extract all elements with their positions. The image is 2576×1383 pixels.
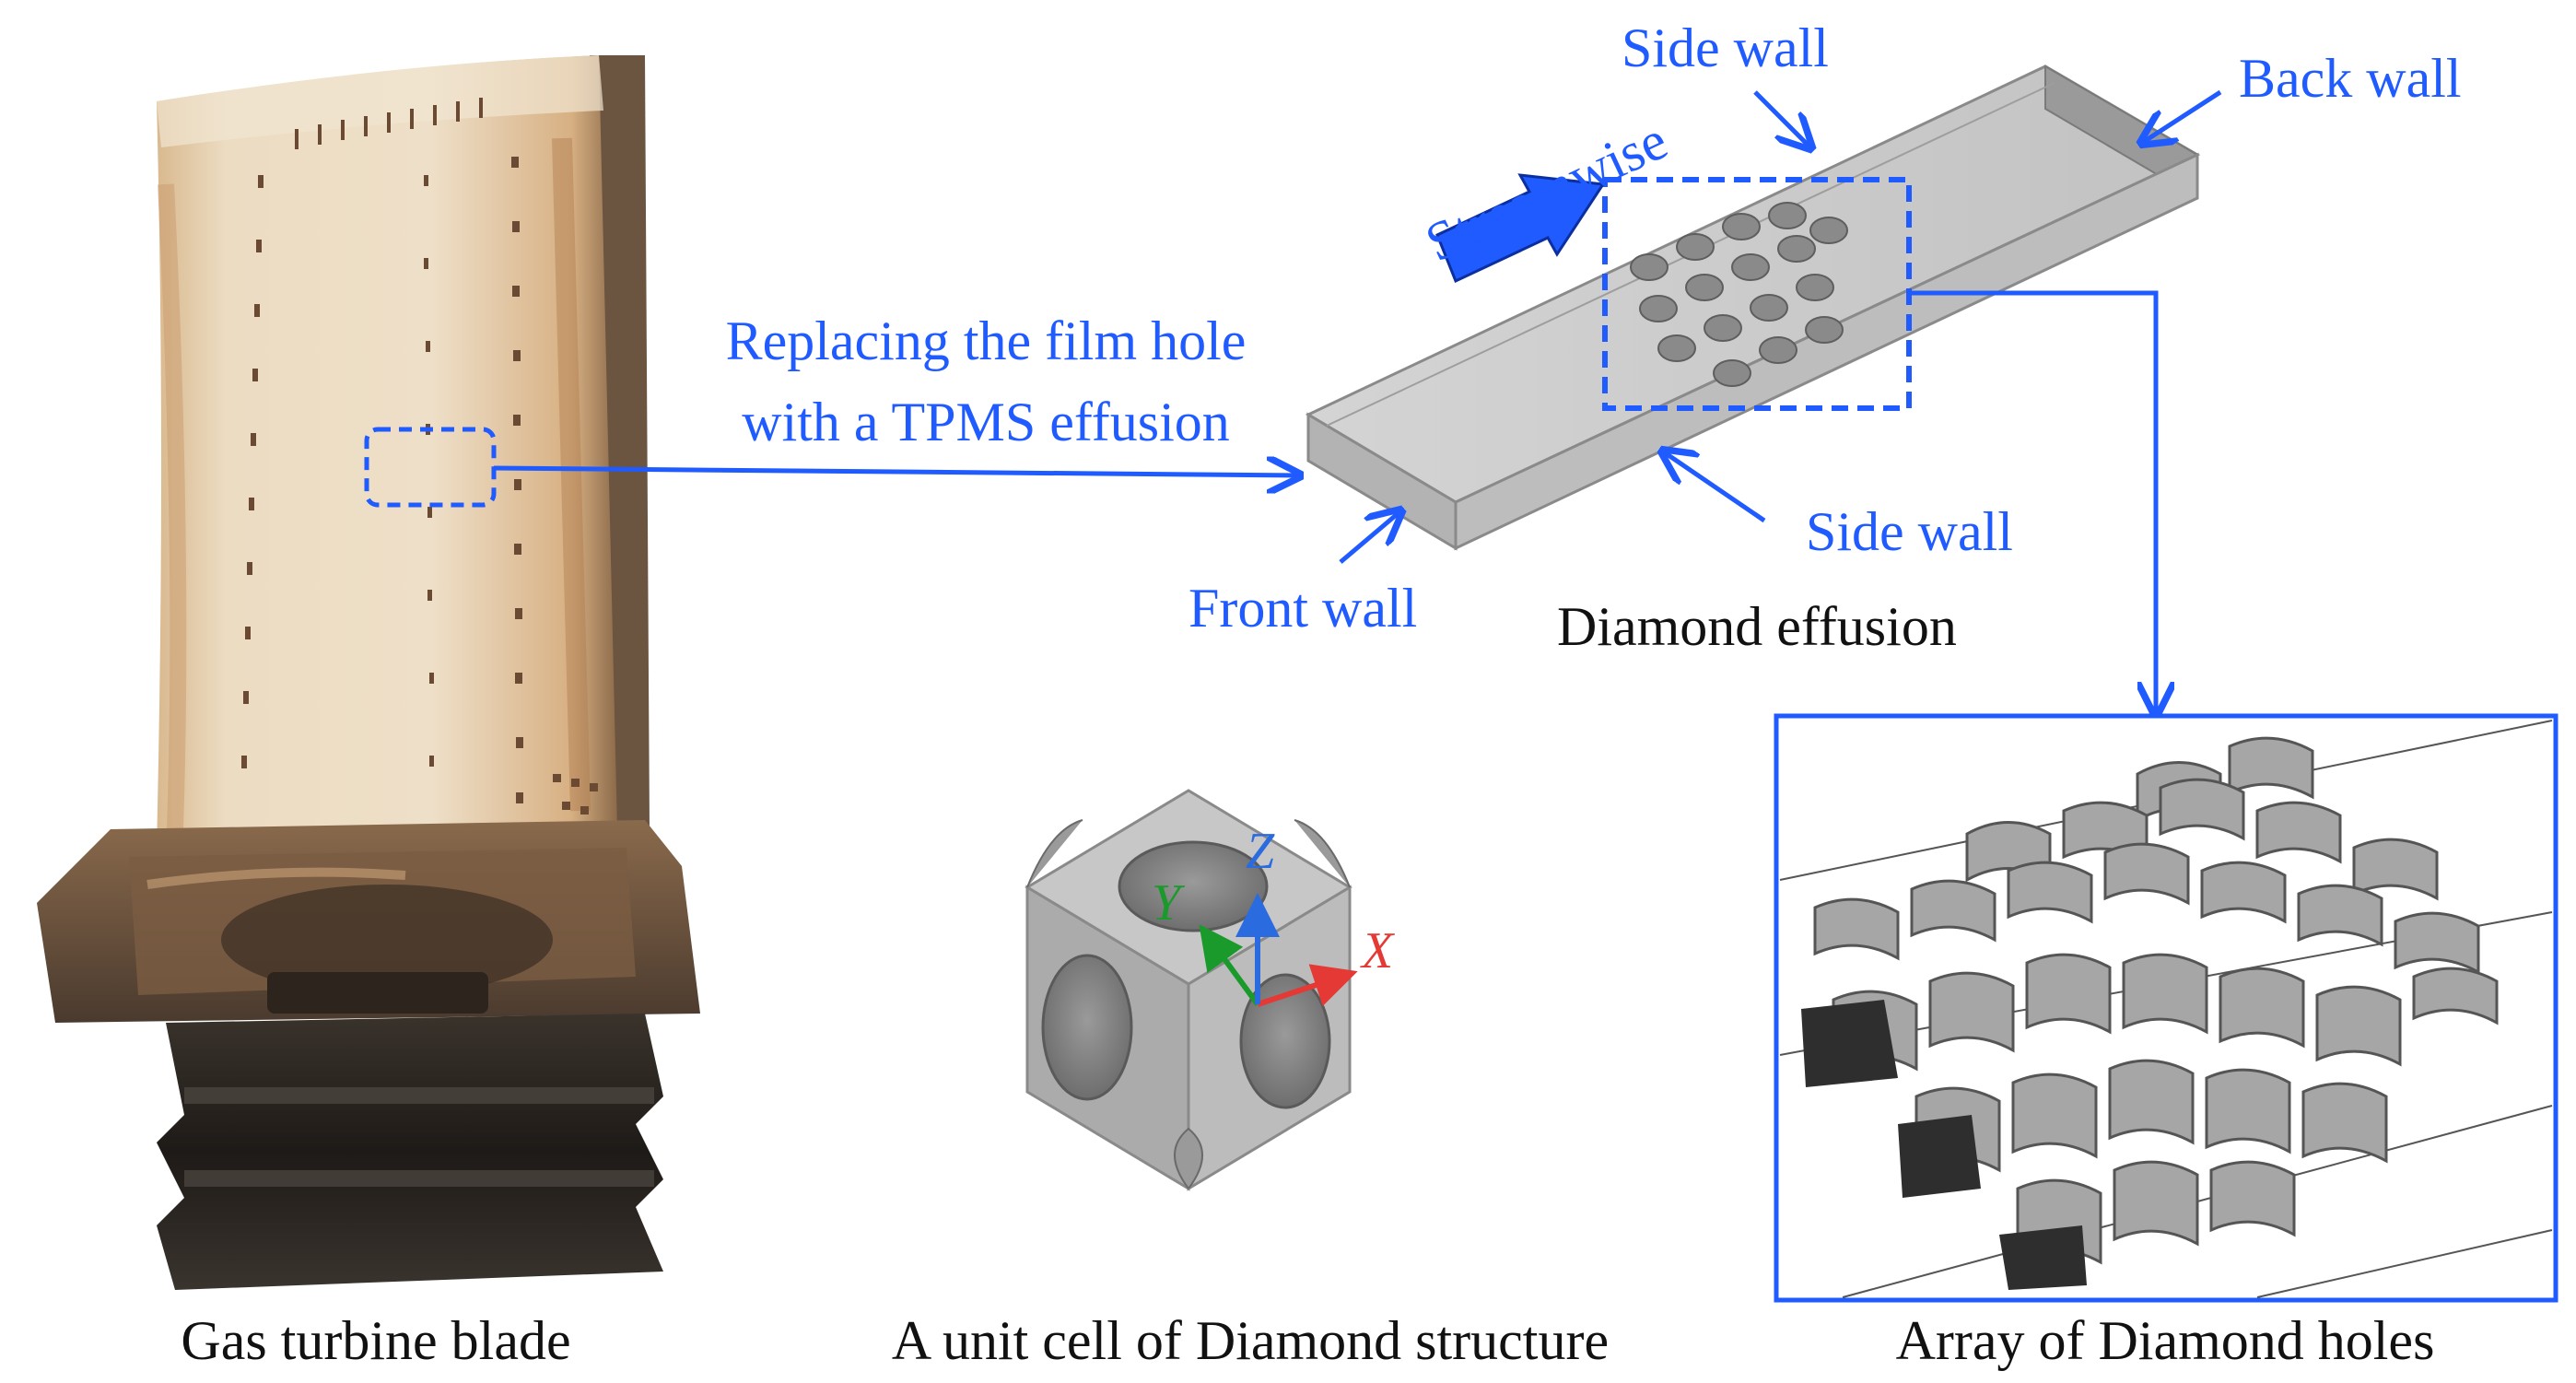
caption-gas-turbine-blade: Gas turbine blade	[181, 1310, 570, 1371]
y-axis-label: Y	[1152, 874, 1186, 932]
y-axis-arrow	[1199, 924, 1260, 1006]
effusion-highlight-box	[1602, 177, 1912, 411]
array-connector-arrow	[1912, 290, 2156, 714]
streamwise-label: Streamwise	[1417, 110, 1677, 274]
back-wall-arrow	[2142, 89, 2222, 143]
side-wall-top-label: Side wall	[1622, 18, 1829, 78]
replace-connector-arrow	[493, 468, 1299, 475]
front-wall-label: Front wall	[1188, 578, 1417, 639]
x-axis-label: X	[1360, 922, 1396, 979]
streamwise-arrow	[1435, 173, 1606, 284]
diamond-hole-array-3d	[1774, 713, 2558, 1303]
front-wall-arrow	[1339, 511, 1400, 564]
back-wall-label: Back wall	[2239, 48, 2462, 109]
film-hole-highlight	[364, 427, 497, 508]
side-wall-bottom-arrow	[1663, 451, 1766, 523]
caption-array: Array of Diamond holes	[1896, 1310, 2435, 1371]
gas-turbine-blade-photo	[37, 55, 700, 1290]
x-axis-arrow	[1257, 964, 1358, 1007]
effusion-channel-3d-model	[1305, 64, 2201, 551]
channel-diamond-holes	[1630, 202, 1848, 387]
replacing-label-line1: Replacing the film hole	[726, 311, 1247, 371]
side-wall-bottom-label: Side wall	[1806, 501, 2013, 562]
diamond-effusion-label: Diamond effusion	[1557, 596, 1957, 657]
side-wall-top-arrow	[1753, 90, 1810, 147]
z-axis-label: Z	[1246, 823, 1275, 880]
diamond-unit-cell-3d: X Y Z	[1025, 789, 1396, 1191]
replacing-label-line2: with a TPMS effusion	[742, 392, 1229, 452]
caption-unit-cell: A unit cell of Diamond structure	[892, 1310, 1609, 1371]
